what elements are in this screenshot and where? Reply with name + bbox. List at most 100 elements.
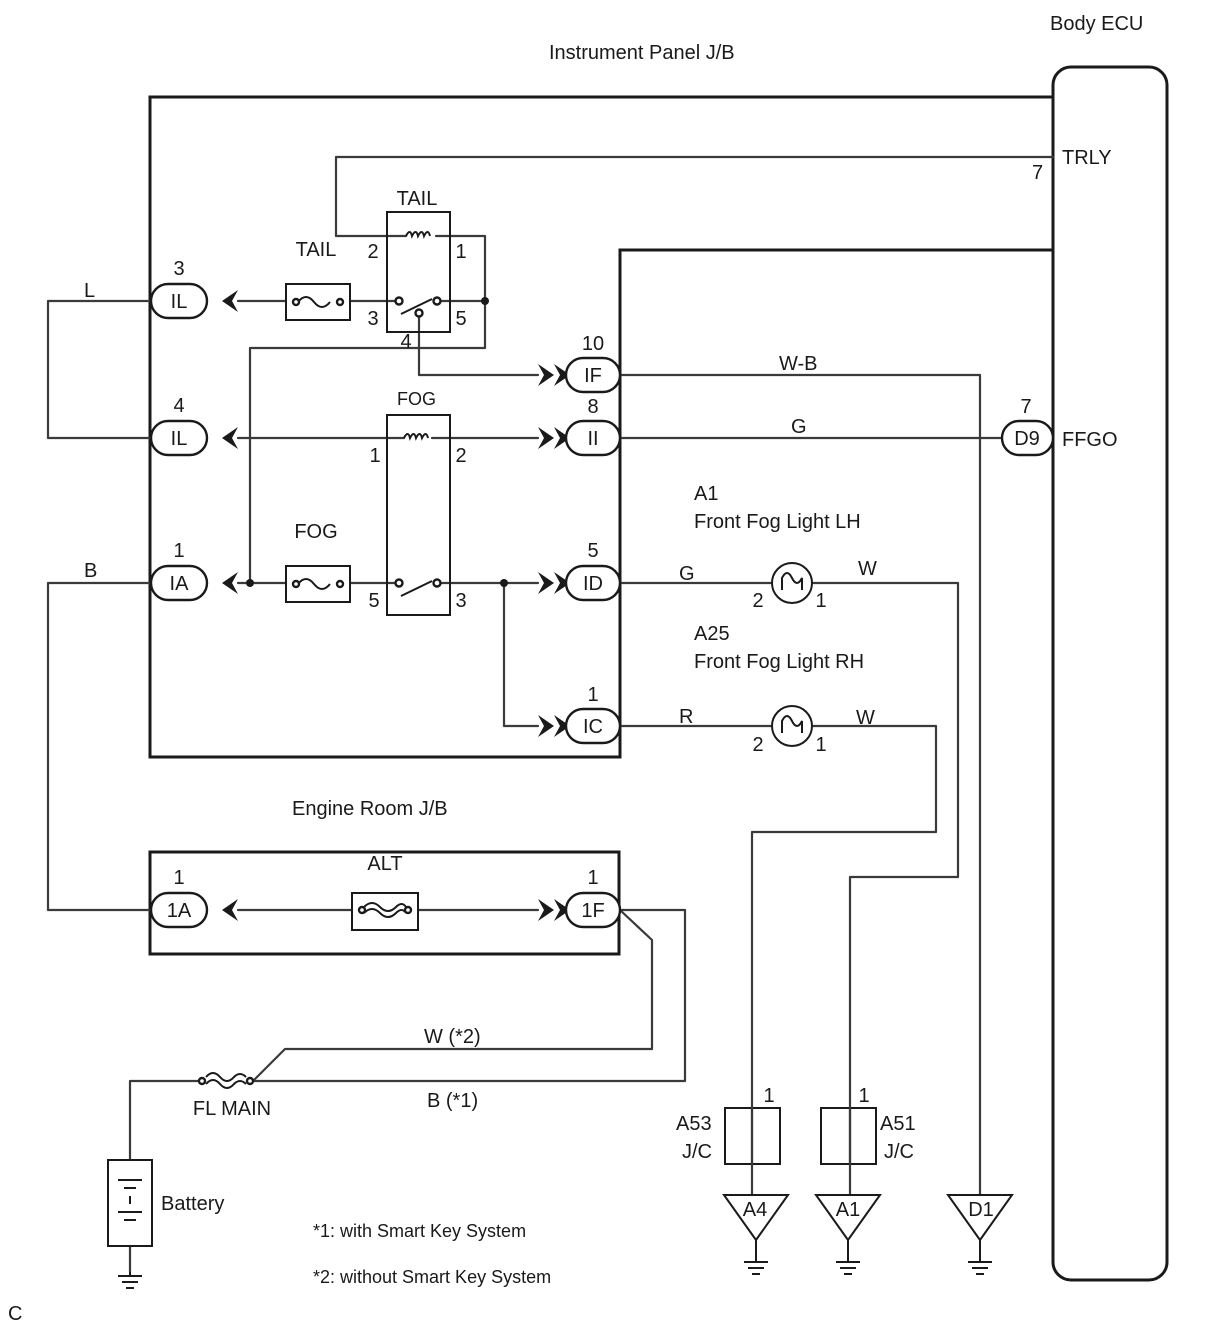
svg-text:1: 1 bbox=[173, 540, 184, 562]
svg-text:3: 3 bbox=[367, 308, 378, 330]
connector-il-4: IL 4 bbox=[149, 395, 238, 457]
corner-mark: C bbox=[8, 1303, 22, 1325]
splice-dot bbox=[246, 579, 254, 587]
svg-text:5: 5 bbox=[455, 308, 466, 330]
fuse-alt: ALT bbox=[351, 853, 419, 931]
battery: Battery bbox=[107, 1159, 224, 1289]
connector-d9: D9 7 bbox=[1000, 396, 1055, 457]
svg-text:J/C: J/C bbox=[884, 1141, 914, 1163]
svg-text:FOG: FOG bbox=[294, 521, 337, 543]
splice-dot bbox=[500, 579, 508, 587]
svg-text:A4: A4 bbox=[743, 1199, 767, 1221]
wire-label-l: L bbox=[84, 280, 95, 302]
svg-text:Front Fog Light RH: Front Fog Light RH bbox=[694, 651, 864, 673]
svg-text:ID: ID bbox=[583, 573, 603, 595]
wire-rh-out bbox=[750, 724, 938, 1197]
wire-label-b-star1: B (*1) bbox=[427, 1090, 478, 1112]
svg-text:A1: A1 bbox=[694, 483, 718, 505]
svg-text:Front Fog Light LH: Front Fog Light LH bbox=[694, 511, 861, 533]
svg-text:A53: A53 bbox=[676, 1113, 712, 1135]
ground-a1: A1 bbox=[814, 1194, 882, 1275]
wire-tail-coil-out bbox=[434, 234, 487, 302]
wire-label-w-star2: W (*2) bbox=[424, 1026, 481, 1048]
svg-text:10: 10 bbox=[582, 333, 604, 355]
svg-text:3: 3 bbox=[455, 590, 466, 612]
svg-text:7: 7 bbox=[1020, 396, 1031, 418]
svg-text:1: 1 bbox=[587, 867, 598, 889]
note-smart-key: *1: with Smart Key System bbox=[313, 1221, 526, 1241]
svg-text:4: 4 bbox=[400, 331, 411, 353]
connector-ic-1: IC 1 bbox=[538, 684, 622, 745]
battery-label: Battery bbox=[161, 1193, 224, 1215]
svg-text:1F: 1F bbox=[581, 900, 604, 922]
junction-a51: 1 A51 J/C bbox=[820, 1085, 916, 1166]
instrument-panel-jb-title: Instrument Panel J/B bbox=[549, 42, 735, 64]
svg-text:1A: 1A bbox=[167, 900, 192, 922]
ground-a4: A4 bbox=[722, 1194, 790, 1275]
wire-label-w-rh: W bbox=[856, 707, 875, 729]
connector-1a: 1A 1 bbox=[149, 867, 238, 929]
connector-ia-1: IA 1 bbox=[149, 540, 238, 602]
wire-label-g-ffgo: G bbox=[791, 416, 807, 438]
wire-label-b: B bbox=[84, 560, 97, 582]
svg-text:TAIL: TAIL bbox=[296, 239, 337, 261]
svg-text:2: 2 bbox=[752, 590, 763, 612]
body-ecu-title: Body ECU bbox=[1050, 13, 1143, 35]
note-no-smart-key: *2: without Smart Key System bbox=[313, 1267, 551, 1287]
instrument-panel-jb-box bbox=[148, 95, 1053, 759]
wire-wb bbox=[618, 373, 982, 1197]
wire-lh-out bbox=[810, 581, 960, 1197]
connector-ii-8: II 8 bbox=[538, 396, 622, 457]
fog-light-lh: A1 Front Fog Light LH 2 1 bbox=[694, 483, 861, 612]
connector-1f: 1F 1 bbox=[538, 867, 622, 929]
svg-text:ALT: ALT bbox=[367, 853, 402, 875]
body-ecu-box bbox=[1051, 65, 1169, 1282]
svg-text:IL: IL bbox=[171, 428, 188, 450]
svg-text:1: 1 bbox=[858, 1085, 869, 1107]
svg-text:D9: D9 bbox=[1014, 428, 1040, 450]
svg-text:1: 1 bbox=[587, 684, 598, 706]
tail-relay: TAIL 2 1 3 5 4 bbox=[367, 188, 466, 353]
wire-tail-pin4 bbox=[417, 314, 540, 377]
wire-tail-contact bbox=[236, 299, 487, 585]
svg-text:IL: IL bbox=[171, 291, 188, 313]
svg-text:IC: IC bbox=[583, 716, 603, 738]
svg-text:1: 1 bbox=[763, 1085, 774, 1107]
connector-il-3: IL 3 bbox=[149, 258, 238, 320]
splice-dot bbox=[481, 297, 489, 305]
svg-text:IF: IF bbox=[584, 365, 602, 387]
svg-text:1: 1 bbox=[815, 590, 826, 612]
fuse-fl-main: FL MAIN bbox=[193, 1072, 271, 1120]
connector-id-5: ID 5 bbox=[538, 540, 622, 602]
wire-fog-branch-ic bbox=[502, 581, 540, 728]
svg-text:2: 2 bbox=[367, 241, 378, 263]
ecu-terminal-ffgo: FFGO bbox=[1062, 429, 1118, 451]
svg-text:J/C: J/C bbox=[682, 1141, 712, 1163]
wire-l bbox=[46, 299, 152, 440]
wire-w-star2 bbox=[252, 908, 654, 1082]
wire-b-star1 bbox=[252, 908, 687, 1083]
svg-text:IA: IA bbox=[170, 573, 190, 595]
svg-text:2: 2 bbox=[752, 734, 763, 756]
fog-light-rh: A25 Front Fog Light RH 2 1 bbox=[694, 623, 864, 756]
svg-text:II: II bbox=[587, 428, 598, 450]
ecu-terminal-trly: TRLY bbox=[1062, 147, 1112, 169]
ecu-terminal-trly-pin: 7 bbox=[1032, 162, 1043, 184]
wire-battery bbox=[128, 1079, 202, 1274]
svg-text:A1: A1 bbox=[836, 1199, 860, 1221]
tail-relay-name: TAIL bbox=[397, 188, 438, 210]
svg-text:1: 1 bbox=[815, 734, 826, 756]
svg-text:A25: A25 bbox=[694, 623, 730, 645]
svg-text:3: 3 bbox=[173, 258, 184, 280]
svg-text:1: 1 bbox=[369, 445, 380, 467]
svg-text:5: 5 bbox=[587, 540, 598, 562]
junction-a53: 1 A53 J/C bbox=[676, 1085, 781, 1166]
svg-text:FL MAIN: FL MAIN bbox=[193, 1098, 271, 1120]
wire-label-w-lh: W bbox=[858, 558, 877, 580]
svg-text:1: 1 bbox=[455, 241, 466, 263]
connector-if-10: IF 10 bbox=[538, 333, 622, 394]
svg-text:8: 8 bbox=[587, 396, 598, 418]
engine-room-jb-title: Engine Room J/B bbox=[292, 798, 448, 820]
fuse-tail: TAIL bbox=[285, 239, 351, 321]
